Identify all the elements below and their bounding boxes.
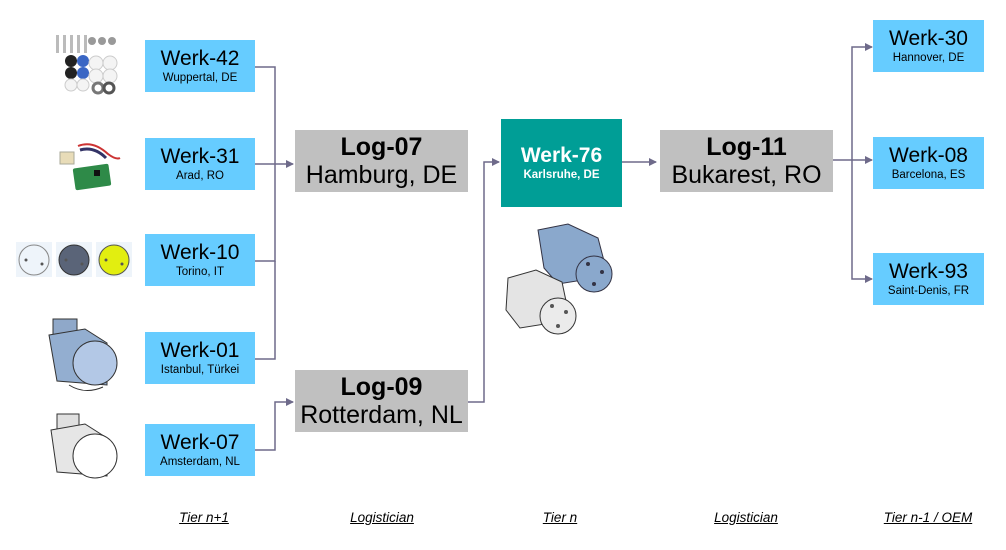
- plant-location: Torino, IT: [176, 266, 224, 278]
- plant-name: Werk-93: [889, 260, 968, 283]
- customer-box-werk-08[interactable]: Werk-08 Barcelona, ES: [873, 137, 984, 189]
- tier-label-n-minus-1: Tier n-1 / OEM: [883, 510, 973, 525]
- plant-location: Saint-Denis, FR: [887, 285, 970, 297]
- plant-name: Werk-08: [889, 144, 968, 167]
- supplier-box-werk-07[interactable]: Werk-07 Amsterdam, NL: [145, 424, 255, 476]
- plant-location: Amsterdam, NL: [160, 456, 240, 468]
- logistician-box-log-07[interactable]: Log-07 Hamburg, DE: [295, 130, 468, 192]
- compressor-cover-icon: [16, 242, 132, 277]
- plant-name: Werk-30: [889, 27, 968, 50]
- tier-label-n: Tier n: [542, 510, 578, 525]
- connector-werk42: [255, 66, 276, 165]
- plant-name: Werk-31: [160, 145, 240, 168]
- connector-werk07: [255, 398, 294, 451]
- supplier-box-werk-01[interactable]: Werk-01 Istanbul, Türkei: [145, 332, 255, 384]
- compressor-pair-icon: [505, 223, 613, 335]
- connector-to-werk93: [851, 160, 873, 283]
- tier-label-logistician-out: Logistician: [714, 510, 778, 525]
- blue-compressor-icon: [48, 318, 118, 391]
- logistician-location: Rotterdam, NL: [300, 400, 463, 429]
- plant-name: Werk-76: [520, 144, 603, 167]
- focal-plant-box-werk-76[interactable]: Werk-76 Karlsruhe, DE: [501, 119, 622, 207]
- logistician-name: Log-07: [340, 132, 423, 161]
- plant-name: Werk-42: [160, 47, 240, 70]
- plant-name: Werk-01: [160, 339, 240, 362]
- grey-compressor-icon: [50, 413, 118, 479]
- customer-box-werk-30[interactable]: Werk-30 Hannover, DE: [873, 20, 984, 72]
- connector-werk10: [255, 165, 276, 262]
- circuit-board-icon: [59, 143, 121, 191]
- plant-location: Hannover, DE: [892, 52, 965, 64]
- plant-name: Werk-07: [160, 431, 240, 454]
- plant-location: Karlsruhe, DE: [523, 169, 600, 181]
- plant-location: Arad, RO: [176, 170, 224, 182]
- connector-werk01: [255, 261, 276, 360]
- connector-to-werk30: [851, 43, 873, 160]
- fastener-parts-icon: [56, 35, 118, 95]
- logistician-name: Log-11: [706, 132, 787, 161]
- logistician-box-log-11[interactable]: Log-11 Bukarest, RO: [660, 130, 833, 192]
- supplier-box-werk-31[interactable]: Werk-31 Arad, RO: [145, 138, 255, 190]
- plant-location: Barcelona, ES: [891, 169, 966, 181]
- logistician-location: Bukarest, RO: [671, 160, 822, 189]
- tier-label-n-plus-1: Tier n+1: [179, 510, 229, 525]
- logistician-location: Hamburg, DE: [305, 160, 458, 189]
- plant-name: Werk-10: [160, 241, 240, 264]
- logistician-name: Log-09: [340, 372, 423, 401]
- supplier-box-werk-10[interactable]: Werk-10 Torino, IT: [145, 234, 255, 286]
- plant-location: Wuppertal, DE: [162, 72, 238, 84]
- customer-box-werk-93[interactable]: Werk-93 Saint-Denis, FR: [873, 253, 984, 305]
- supplier-box-werk-42[interactable]: Werk-42 Wuppertal, DE: [145, 40, 255, 92]
- connector-log09-werk76: [468, 158, 500, 403]
- tier-label-logistician-in: Logistician: [350, 510, 414, 525]
- logistician-box-log-09[interactable]: Log-09 Rotterdam, NL: [295, 370, 468, 432]
- plant-location: Istanbul, Türkei: [160, 364, 240, 376]
